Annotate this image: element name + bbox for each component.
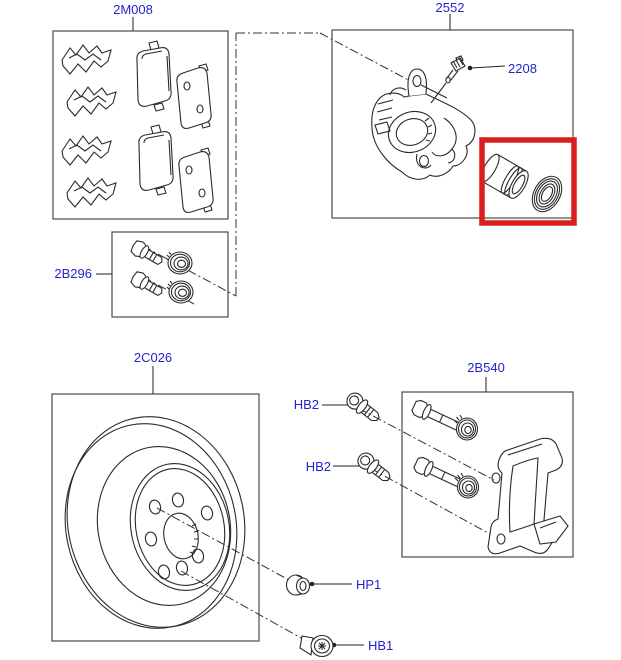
label-disc-plug[interactable]: HP1 — [356, 577, 382, 592]
disc-drawing — [64, 416, 246, 629]
connection-lines — [142, 32, 500, 640]
guide-pin-kit-drawing — [128, 238, 194, 304]
piston-drawing — [480, 153, 529, 199]
label-pad-kit[interactable]: 2M008 — [113, 2, 153, 17]
highlight-box — [479, 137, 577, 226]
label-guide-pin-kit[interactable]: 2B296 — [54, 266, 92, 281]
disc-box — [51, 393, 260, 642]
label-disc[interactable]: 2C026 — [133, 350, 173, 365]
guide-pin-kit-box — [111, 231, 229, 318]
caliper-drawing — [371, 68, 476, 180]
label-caliper[interactable]: 2552 — [435, 0, 465, 15]
label-disc-screw[interactable]: HB1 — [368, 638, 394, 653]
label-bleed-screw[interactable]: 2208 — [508, 61, 537, 76]
hp1-plug-drawing — [285, 574, 311, 596]
caliper-box — [331, 29, 574, 219]
seal-drawing — [531, 175, 563, 213]
label-anchor-bracket[interactable]: 2B540 — [467, 360, 505, 375]
kit-frames — [51, 29, 574, 642]
hb2-bolt-lower-drawing — [354, 449, 395, 486]
hb1-screw-drawing — [299, 634, 334, 658]
brake-pads-drawing — [61, 40, 214, 213]
label-guide-bolt-lower[interactable]: HB2 — [305, 459, 331, 474]
bracket-box — [401, 391, 574, 558]
hb2-bolt-upper-drawing — [343, 389, 384, 426]
bleed-screw-drawing — [430, 55, 466, 104]
bracket-drawing — [410, 398, 569, 555]
label-guide-bolt-upper[interactable]: HB2 — [293, 397, 319, 412]
pad-kit-box — [52, 30, 229, 220]
